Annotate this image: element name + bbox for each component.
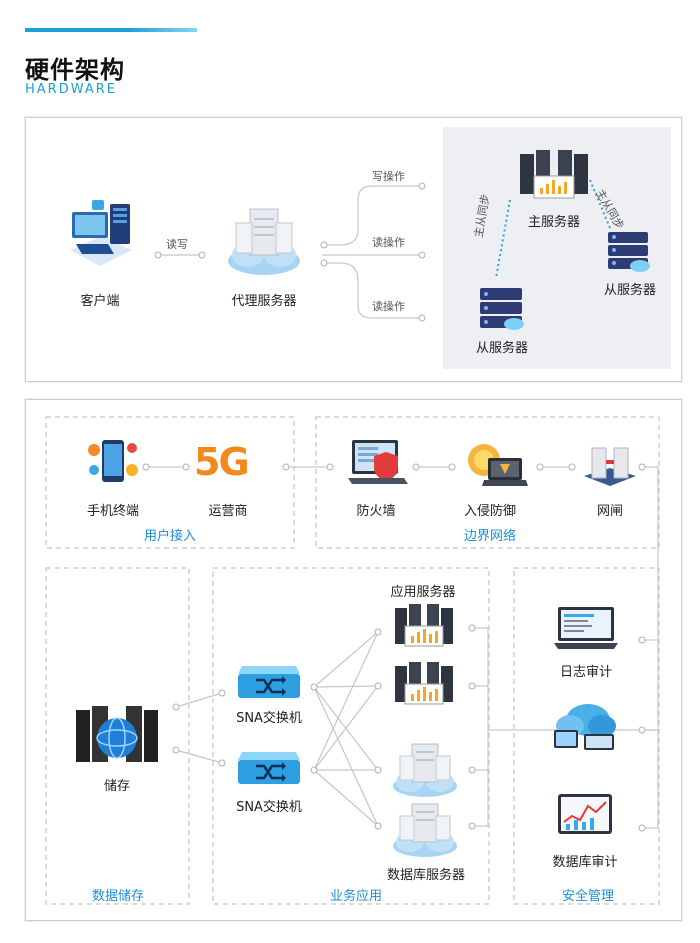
- sna-switch-1-label: SNA交换机: [236, 711, 302, 726]
- group-user-access-label: 用户接入: [143, 529, 196, 544]
- firewall-icon: [348, 438, 408, 488]
- carrier-5g-icon: 5G: [194, 440, 250, 484]
- gatekeeper-icon: [582, 442, 638, 488]
- slave-server-left-icon: [478, 286, 526, 332]
- slave-server-right-icon: [606, 230, 652, 274]
- hardware-panel: [25, 117, 682, 382]
- group-data-storage-label: 数据储存: [91, 889, 144, 904]
- app-server-2-icon: [393, 662, 455, 706]
- master-server-label: 主服务器: [527, 215, 580, 230]
- db-audit-icon: [556, 792, 614, 842]
- app-server-1-icon: [393, 604, 455, 648]
- sna-switch-2-icon: [236, 750, 302, 788]
- client-label: 客户端: [80, 294, 120, 309]
- log-audit-label: 日志审计: [559, 665, 612, 680]
- group-border-network-label: 边界网络: [463, 529, 516, 544]
- mobile-terminal-icon: [86, 436, 140, 490]
- db-servers-label: 数据库服务器: [386, 868, 465, 883]
- read-op-label-2: 读操作: [372, 300, 405, 313]
- client-icon: [62, 198, 138, 274]
- proxy-server-label: 代理服务器: [231, 294, 297, 309]
- sna-switch-1-icon: [236, 664, 302, 702]
- network-panel: [25, 399, 682, 921]
- read-op-label-1: 读操作: [372, 236, 405, 249]
- header-accent-bar: [25, 28, 197, 32]
- group-business-app-label: 业务应用: [329, 889, 382, 904]
- app-servers-label: 应用服务器: [390, 585, 456, 600]
- cloud-devices-icon: [548, 700, 620, 756]
- log-audit-icon: [554, 605, 618, 651]
- db-server-2-icon: [392, 802, 458, 858]
- write-op-label: 写操作: [372, 170, 405, 183]
- db-server-1-icon: [392, 742, 458, 798]
- page-title: 硬件架构: [25, 56, 125, 84]
- proxy-server-icon: [226, 205, 302, 277]
- slave-server-right-label: 从服务器: [603, 283, 656, 298]
- db-audit-label: 数据库审计: [552, 855, 618, 870]
- gatekeeper-label: 网闸: [596, 504, 623, 519]
- storage-label: 储存: [103, 779, 130, 794]
- intrusion-prevention-icon: [460, 440, 528, 490]
- firewall-label: 防火墙: [356, 504, 396, 519]
- read-write-label: 读写: [166, 238, 188, 251]
- storage-icon: [74, 704, 160, 768]
- intrusion-prevention-label: 入侵防御: [463, 504, 516, 519]
- mobile-terminal-label: 手机终端: [86, 504, 139, 519]
- carrier-label: 运营商: [208, 504, 248, 519]
- page-subtitle: HARDWARE: [25, 82, 117, 97]
- slave-server-left-label: 从服务器: [475, 341, 528, 356]
- sna-switch-2-label: SNA交换机: [236, 800, 302, 815]
- master-server-icon: [518, 150, 590, 200]
- group-security-label: 安全管理: [561, 889, 614, 904]
